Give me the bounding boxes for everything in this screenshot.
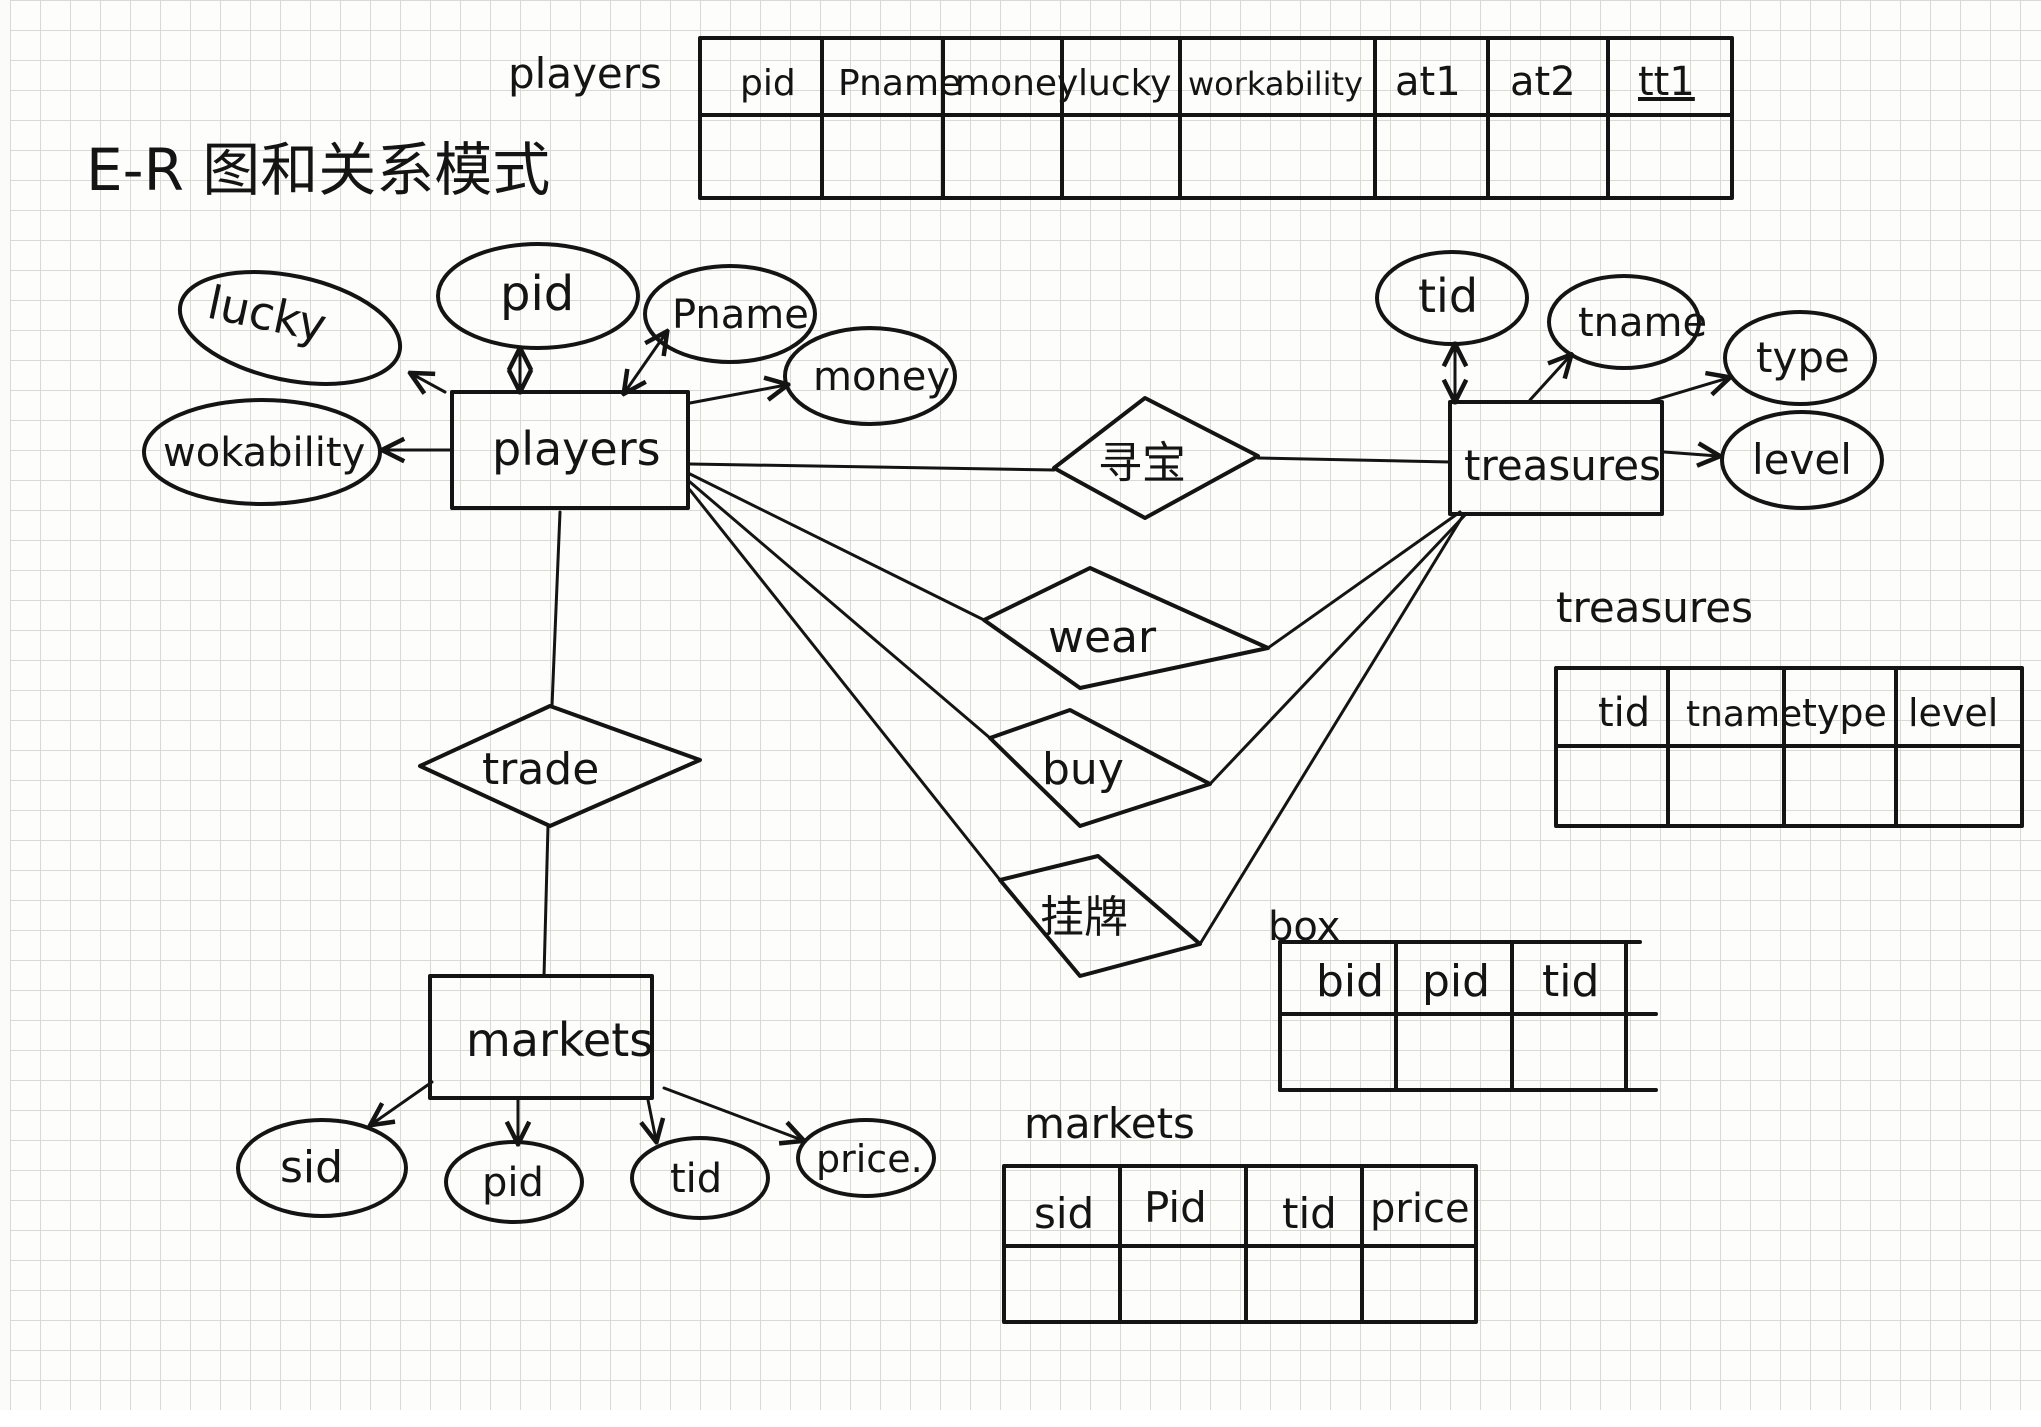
entity-markets: markets [428,974,654,1100]
rel-wear: wear [982,566,1270,690]
schema-markets-col: sid [1034,1189,1094,1238]
attr-tname: tname [1547,274,1707,370]
schema-box-col: tid [1542,956,1599,1007]
attr-sid: sid [236,1118,408,1218]
grid-paper [10,0,2041,1410]
attr-tid-markets: tid [630,1136,770,1220]
schema-players-col: pid [740,63,796,104]
svg-text:tid: tid [1418,269,1478,323]
schema-players-col: tt1 [1638,59,1695,105]
svg-text:price.: price. [816,1137,923,1181]
attr-tid-treasures: tid [1375,250,1529,346]
svg-text:lucky: lucky [203,275,331,353]
entity-treasures-label: treasures [1464,441,1661,490]
schema-players-col: Pname [838,63,961,104]
svg-text:buy: buy [1042,744,1124,795]
attr-level: level [1720,410,1884,510]
entity-treasures: treasures [1448,400,1664,516]
rel-trade: trade [418,704,702,828]
attr-wokability: wokability [142,398,382,506]
schema-treasures: treasures tid tname type level [1554,583,2024,828]
svg-text:sid: sid [280,1142,343,1193]
schema-players-col: money [955,63,1078,104]
schema-box-col: pid [1422,956,1490,1007]
schema-treasures-col: level [1908,691,1998,735]
svg-text:Pname: Pname [672,292,809,338]
schema-box: box bid pid tid [1268,904,1658,1092]
schema-players-table [698,36,1734,200]
schema-treasures-col: tid [1598,690,1650,736]
schema-markets-label: markets [1024,1099,1195,1148]
attr-lucky: lucky [177,270,403,386]
schema-players-col: lucky [1078,63,1171,104]
attr-pid-markets: pid [444,1140,584,1224]
schema-markets-col: tid [1282,1189,1337,1238]
svg-text:pid: pid [482,1160,544,1206]
svg-text:挂牌: 挂牌 [1040,892,1128,943]
schema-players-col: at2 [1510,59,1576,105]
schema-players-col: at1 [1395,59,1461,105]
svg-text:money: money [813,354,950,400]
schema-players: players pid Pname money lucky workabilit… [508,36,1734,200]
svg-text:tname: tname [1578,300,1707,346]
page-title: E-R 图和关系模式 [86,136,550,204]
rel-buy: buy [988,708,1212,828]
schema-treasures-label: treasures [1556,583,1753,632]
schema-box-col: bid [1316,956,1384,1007]
rel-own: 寻宝 [1052,396,1260,520]
schema-players-label: players [508,49,662,98]
attr-pid: pid [436,242,640,350]
svg-text:pid: pid [500,266,574,322]
schema-markets-col: Pid [1144,1183,1207,1232]
rel-hang: 挂牌 [998,854,1202,978]
entity-players-label: players [492,422,661,476]
entity-markets-label: markets [466,1013,653,1067]
schema-markets-col: price [1370,1186,1470,1232]
schema-players-col: workability [1188,65,1363,103]
svg-text:wear: wear [1048,612,1157,663]
svg-text:level: level [1752,435,1852,484]
page-edge [0,1410,2041,1427]
svg-text:type: type [1756,333,1850,382]
attr-type: type [1723,310,1877,406]
schema-treasures-col: tname [1686,694,1802,735]
attr-price: price. [796,1118,936,1198]
schema-treasures-col: type [1802,691,1887,735]
svg-text:寻宝: 寻宝 [1098,438,1186,489]
svg-text:tid: tid [670,1156,722,1202]
attr-pname: Pname [643,264,817,364]
entity-players: players [450,390,690,510]
schema-markets: markets sid Pid tid price [1002,1099,1478,1324]
svg-text:trade: trade [482,744,599,795]
svg-text:wokability: wokability [163,430,365,476]
attr-money: money [783,326,957,426]
